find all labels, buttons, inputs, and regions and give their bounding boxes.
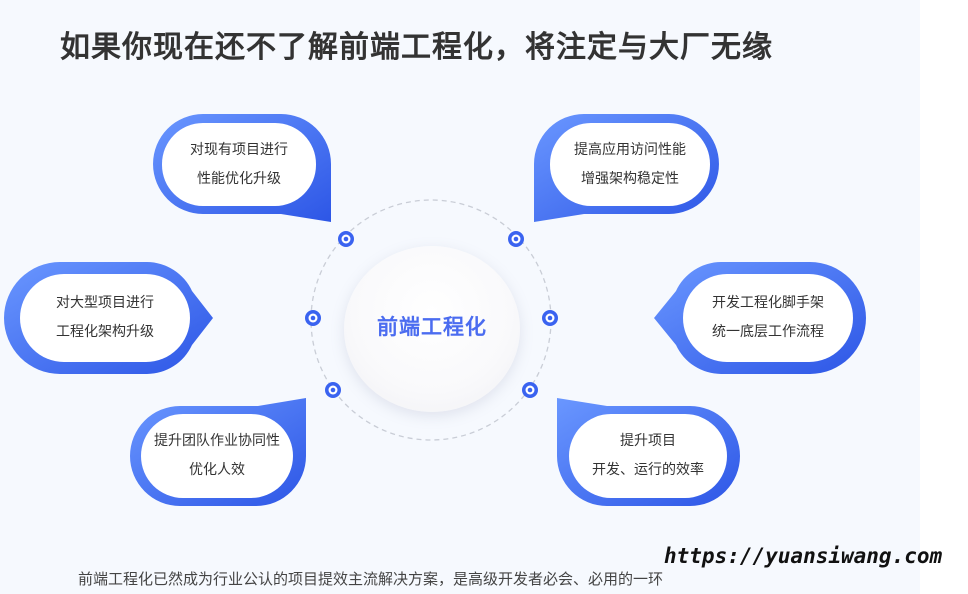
bubble-3-line-1: 对大型项目进行 bbox=[56, 295, 154, 311]
orbit-dot-2 bbox=[508, 231, 524, 247]
bubble-4-line-1: 开发工程化脚手架 bbox=[712, 295, 824, 311]
bubble-6: 提升项目开发、运行的效率 bbox=[569, 414, 727, 498]
bubble-2: 提高应用访问性能增强架构稳定性 bbox=[550, 123, 710, 206]
orbit-dot-4 bbox=[542, 310, 558, 326]
bubble-6-line-1: 提升项目 bbox=[620, 433, 676, 449]
bubble-shape-1 bbox=[153, 114, 331, 222]
center-label: 前端工程化 bbox=[377, 315, 487, 339]
page-title: 如果你现在还不了解前端工程化，将注定与大厂无缘 bbox=[60, 30, 773, 65]
center-node: 前端工程化 bbox=[344, 246, 520, 412]
bubble-1-line-1: 对现有项目进行 bbox=[190, 141, 288, 158]
bubble-2-line-1: 提高应用访问性能 bbox=[574, 141, 686, 158]
bubble-3-line-2: 工程化架构升级 bbox=[56, 324, 154, 340]
bubble-6-line-2: 开发、运行的效率 bbox=[592, 462, 704, 478]
bubble-4: 开发工程化脚手架统一底层工作流程 bbox=[683, 274, 853, 362]
bubble-5-line-1: 提升团队作业协同性 bbox=[154, 433, 280, 449]
footer-caption: 前端工程化已然成为行业公认的项目提效主流解决方案，是高级开发者必会、必用的一环 bbox=[78, 570, 664, 588]
bubble-5: 提升团队作业协同性优化人效 bbox=[141, 414, 293, 498]
orbit-dot-3 bbox=[305, 310, 321, 326]
bubble-1: 对现有项目进行性能优化升级 bbox=[162, 123, 316, 206]
bubble-shape-5 bbox=[130, 398, 306, 506]
bubble-shape-4 bbox=[654, 262, 866, 374]
bubble-shape-2 bbox=[534, 114, 719, 222]
orbit-dot-6 bbox=[522, 382, 538, 398]
bubble-5-line-2: 优化人效 bbox=[189, 462, 245, 478]
bubble-shape-3 bbox=[4, 262, 213, 374]
bubble-shape-6 bbox=[557, 398, 740, 506]
orbit-dot-1 bbox=[338, 231, 354, 247]
bubble-3: 对大型项目进行工程化架构升级 bbox=[20, 274, 190, 362]
bubble-1-line-2: 性能优化升级 bbox=[197, 170, 281, 187]
watermark: https://yuansiwang.com bbox=[664, 544, 943, 568]
orbit-dot-5 bbox=[325, 382, 341, 398]
bubble-4-line-2: 统一底层工作流程 bbox=[712, 324, 824, 340]
bubble-2-line-2: 增强架构稳定性 bbox=[581, 170, 679, 187]
